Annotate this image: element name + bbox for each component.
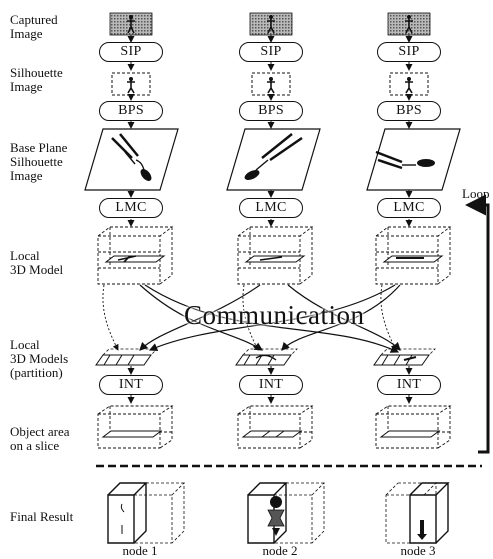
loop-arrow [465, 194, 490, 454]
int-step-3: INT [377, 375, 441, 395]
self-dotted-arrows [102, 284, 397, 351]
final-result-1 [107, 482, 185, 544]
node-label-2: node 2 [262, 543, 298, 558]
communication-label: Communication [184, 300, 365, 330]
node-label-3: node 3 [400, 543, 436, 558]
local-3d-model-1 [97, 226, 174, 285]
sip-step-3: SIP [377, 42, 441, 62]
object-area-slice-2 [237, 405, 314, 449]
label-silhouette-image: Silhouette Image [10, 65, 63, 94]
label-local-model: Local 3D Model [10, 248, 64, 277]
label-captured-image: Captured Image [10, 12, 58, 41]
base-plane-silhouette-3 [366, 128, 461, 191]
label-final-result: Final Result [10, 509, 74, 524]
final-result-2 [247, 482, 325, 544]
bps-step-3: BPS [377, 101, 441, 121]
partition-2 [235, 348, 298, 366]
local-3d-model-3 [375, 226, 452, 285]
label-base-plane: Base Plane Silhouette Image [10, 140, 68, 183]
partition-1 [95, 348, 158, 366]
base-plane-silhouette-2 [226, 128, 321, 191]
object-area-slice-3 [375, 405, 452, 449]
partition-3 [373, 348, 436, 366]
object-area-slice-1 [97, 405, 174, 449]
column-node-2 [226, 12, 325, 544]
communication-arrows [139, 284, 401, 353]
int-step-1: INT [99, 375, 163, 395]
loop-label: Loop [462, 186, 490, 201]
final-result-3 [385, 482, 450, 544]
sip-step-1: SIP [99, 42, 163, 62]
lmc-step-3: LMC [377, 198, 441, 218]
bps-step-1: BPS [99, 101, 163, 121]
bps-step-2: BPS [239, 101, 303, 121]
local-3d-model-2 [237, 226, 314, 285]
label-partition: Local 3D Models (partition) [10, 337, 69, 380]
sip-step-2: SIP [239, 42, 303, 62]
label-object-area: Object area on a slice [10, 424, 70, 453]
int-step-2: INT [239, 375, 303, 395]
column-node-3 [366, 12, 461, 544]
lmc-step-2: LMC [239, 198, 303, 218]
node-label-1: node 1 [122, 543, 158, 558]
column-node-1 [84, 12, 185, 544]
lmc-step-1: LMC [99, 198, 163, 218]
